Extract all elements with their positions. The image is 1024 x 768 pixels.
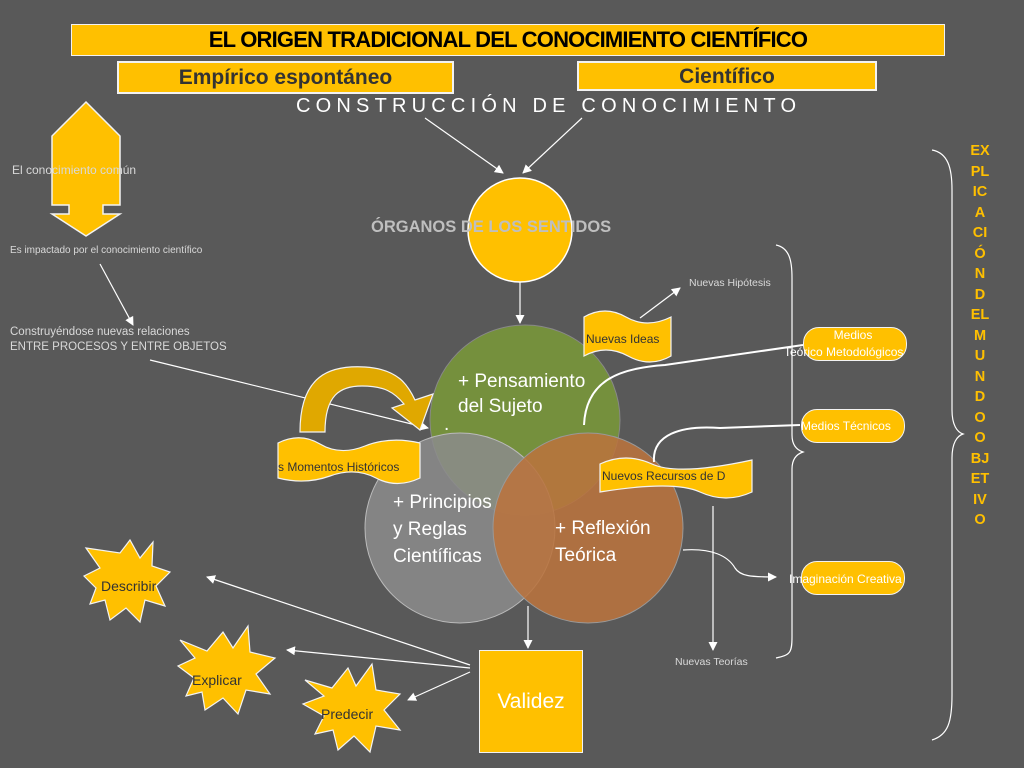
right-inner-bracket — [775, 244, 805, 659]
medios-tecnicos-label: Medios Técnicos — [801, 419, 891, 433]
reflexion-line2: Teórica — [555, 545, 617, 566]
right-outer-bracket — [931, 149, 965, 741]
validez-label: Validez — [497, 690, 565, 713]
curved-arrow-shape — [299, 366, 434, 433]
star-describir-shape — [82, 538, 172, 624]
senses-label: ÓRGANOS DE LOS SENTIDOS — [371, 218, 612, 236]
pensamiento-label: + Pensamiento del Sujeto . — [444, 369, 586, 434]
reflexion-line1: + Reflexión — [555, 518, 651, 539]
principios-line1: + Principios — [393, 492, 492, 513]
vertical-explicacion-label: EXPLICACIÓN DEL MUNDO OBJETIVO — [970, 143, 990, 528]
nuevas-hipotesis-label: Nuevas Hipótesis — [689, 277, 771, 289]
pensamiento-line1: + Pensamiento — [458, 371, 586, 392]
banner-momentos-shape — [277, 437, 421, 485]
arrow-validez-to-explicar — [286, 646, 471, 669]
medios-tm-label-line2: Teórico Metodológicos — [784, 345, 904, 359]
principios-line3: Científicas — [393, 546, 482, 567]
empirico-box: Empírico espontáneo — [117, 61, 454, 94]
principios-line2: y Reglas — [393, 519, 467, 540]
arrow-impacted-to-relations — [99, 263, 134, 326]
empirico-label: Empírico espontáneo — [178, 66, 393, 89]
arrow-cientifico-to-senses — [522, 117, 583, 174]
cientifico-label: Científico — [679, 65, 775, 88]
imaginacion-label: Imaginación Creativa — [789, 572, 902, 586]
validez-box: Validez — [479, 650, 583, 753]
principios-label: + Principios y Reglas Científicas — [393, 489, 492, 570]
title-text: EL ORIGEN TRADICIONAL DEL CONOCIMIENTO C… — [208, 27, 808, 52]
star-explicar-label: Explicar — [192, 672, 242, 688]
medios-tm-label-line1: Medios — [833, 328, 873, 342]
pensamiento-line2: del Sujeto — [458, 396, 543, 417]
banner-ideas-shape — [583, 310, 672, 363]
arrow-validez-to-describir — [206, 575, 471, 666]
reflexion-label: + Reflexión Teórica — [555, 515, 651, 569]
arrow-ideas-to-hipotesis — [639, 287, 681, 319]
medios-tecnicos-pill — [801, 409, 905, 443]
star-predecir-label: Predecir — [321, 706, 374, 722]
arrow-validez-to-predecir — [407, 671, 471, 701]
nuevas-teorias-label: Nuevas Teorías — [675, 656, 748, 668]
banner-recursos-label: Nuevos Recursos de D — [602, 469, 726, 483]
common-knowledge-label: El conocimiento común — [12, 163, 137, 177]
arrow-relations-to-center — [149, 359, 429, 431]
connector-pensamiento-to-medios — [583, 344, 804, 426]
relations-label-line2: ENTRE PROCESOS Y ENTRE OBJETOS — [10, 341, 227, 353]
banner-momentos-label: s Momentos Históricos — [278, 460, 400, 474]
star-explicar-shape — [176, 624, 277, 716]
cientifico-box: Científico — [577, 61, 877, 91]
title-banner: EL ORIGEN TRADICIONAL DEL CONOCIMIENTO C… — [71, 24, 945, 56]
medios-tm-pill — [803, 327, 907, 361]
connector-reflexion-to-tecnicos — [652, 424, 801, 463]
arrow-empirico-to-senses — [424, 117, 504, 174]
star-predecir-shape — [301, 662, 402, 754]
imaginacion-pill — [801, 561, 905, 595]
arrow-reflexion-to-imaginacion — [682, 549, 777, 582]
banner-ideas-label: Nuevas Ideas — [586, 332, 660, 346]
double-arrow-shape — [49, 100, 123, 237]
banner-recursos-shape — [599, 457, 753, 499]
impacted-label: Es impactado por el conocimiento científ… — [10, 245, 203, 256]
relations-label-line1: Construyéndose nuevas relaciones — [10, 326, 190, 338]
pensamiento-line3: . — [444, 414, 450, 435]
star-describir-label: Describir — [101, 578, 157, 594]
construction-subtitle: CONSTRUCCIÓN DE CONOCIMIENTO — [296, 95, 802, 117]
